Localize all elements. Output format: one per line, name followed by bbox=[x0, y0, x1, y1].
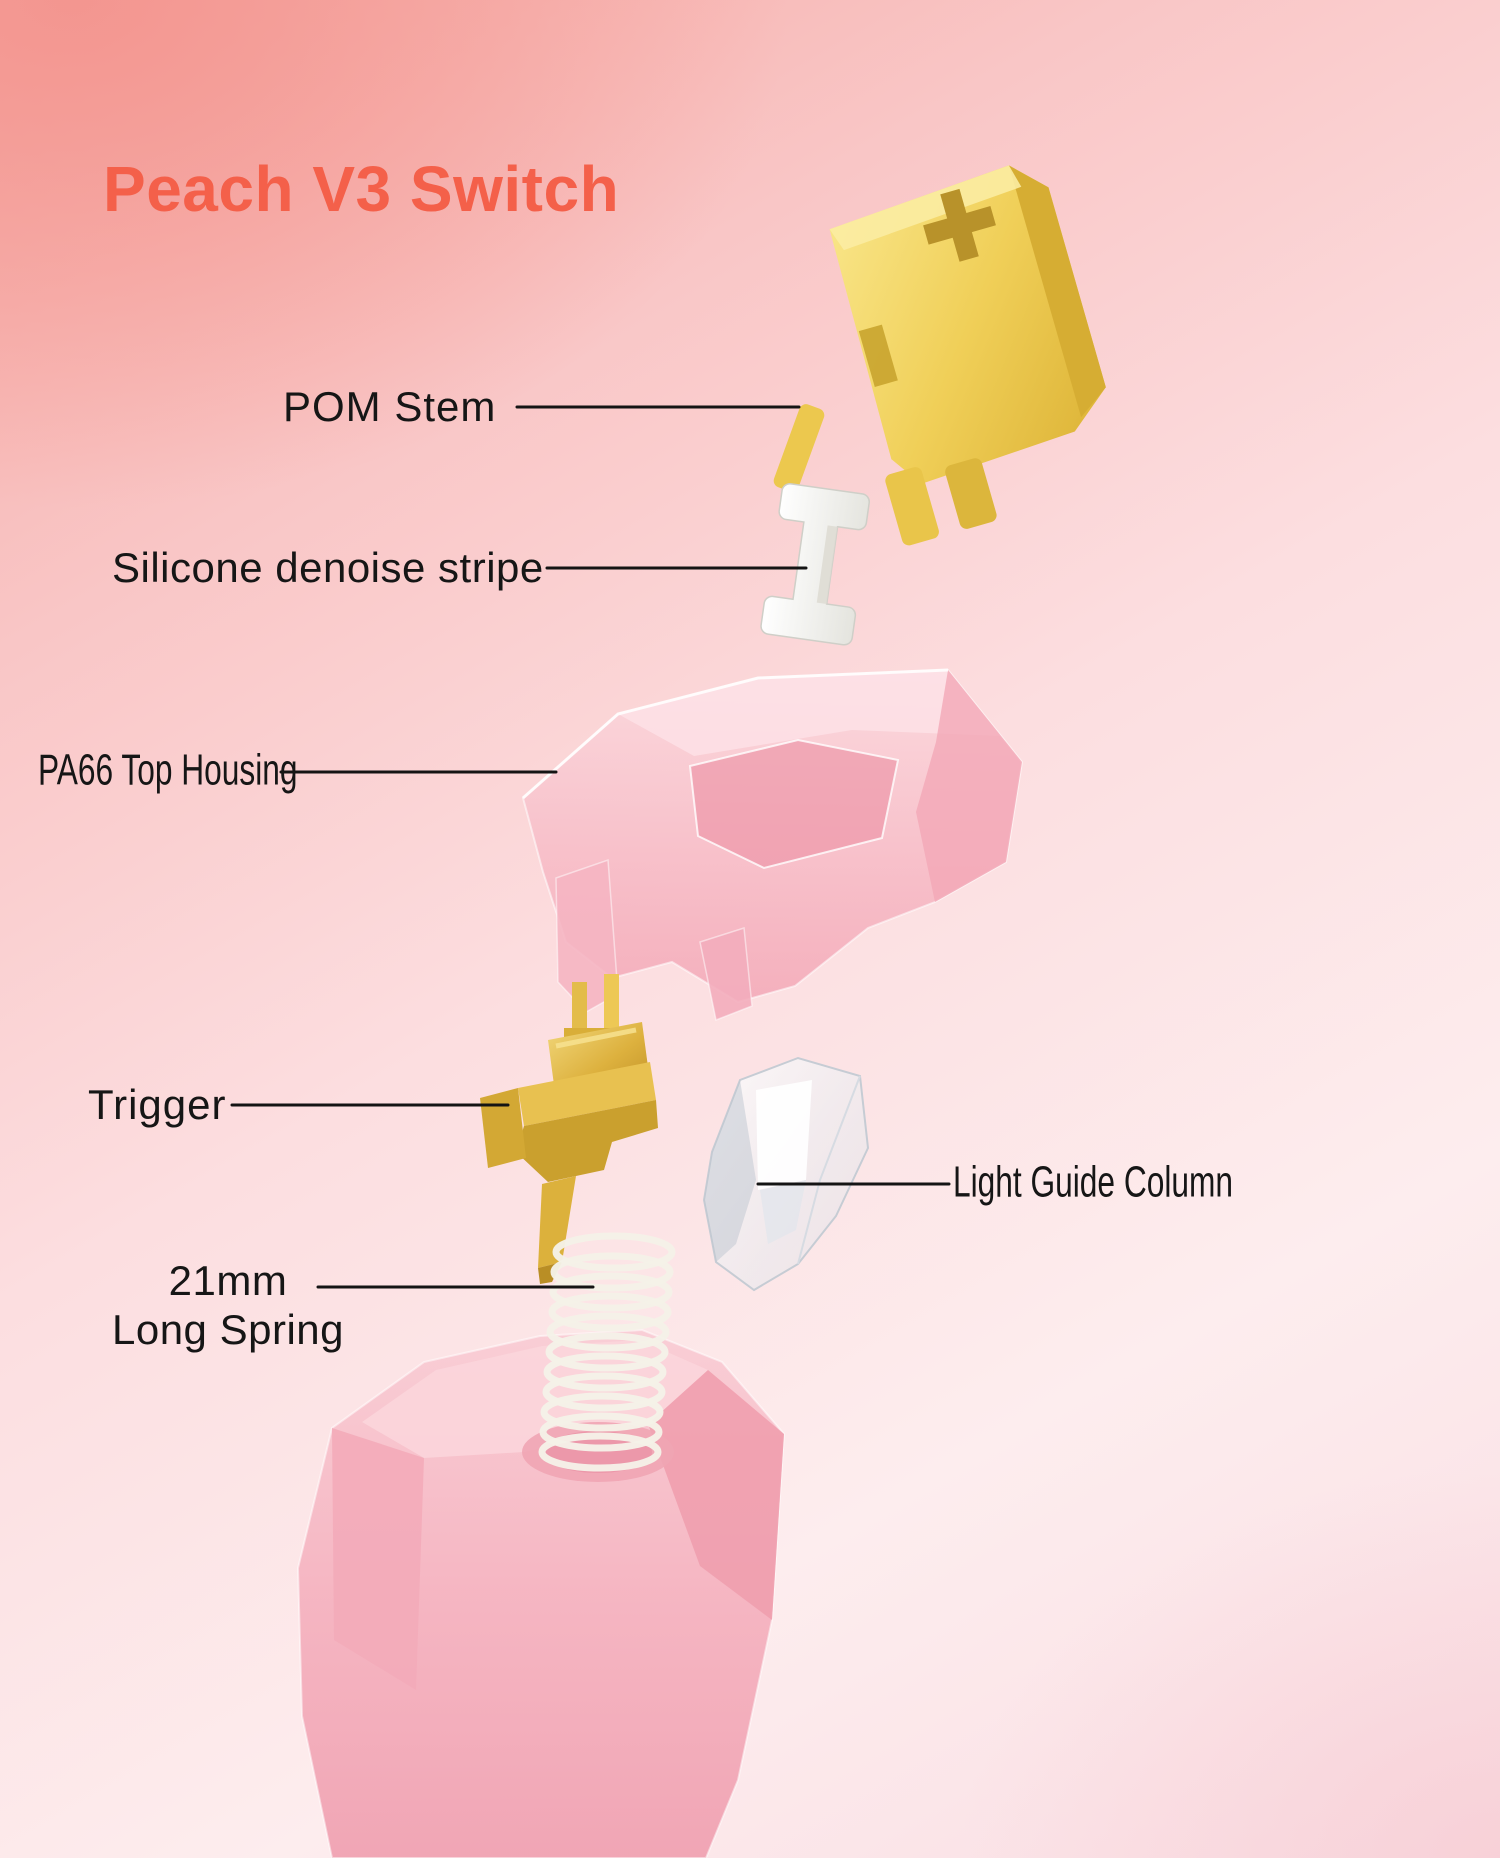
spring-coil bbox=[549, 1272, 673, 1312]
stem-cross-slot bbox=[923, 188, 996, 262]
trigger-illustration bbox=[480, 974, 658, 1284]
light-guide-highlight bbox=[756, 1080, 812, 1190]
label-trigger: Trigger bbox=[88, 1081, 226, 1129]
spring-coil bbox=[546, 1312, 670, 1352]
top-housing-leg-right bbox=[699, 927, 753, 1022]
spring-coil bbox=[538, 1432, 662, 1472]
label-spring-line1: 21mm bbox=[168, 1257, 288, 1304]
top-housing-illustration bbox=[521, 668, 1024, 1022]
silicone-stripe-illustration bbox=[760, 483, 870, 646]
label-top-housing: PA66 Top Housing bbox=[38, 746, 398, 797]
top-housing-opening bbox=[690, 740, 898, 868]
stem-rail-left bbox=[885, 467, 939, 546]
spring-illustration bbox=[538, 1232, 676, 1472]
leader-lines bbox=[230, 405, 951, 1289]
stem-rail-right bbox=[945, 458, 997, 529]
light-guide-left-facet bbox=[704, 1080, 756, 1262]
light-guide-edge bbox=[797, 1075, 861, 1265]
stem-front-rail bbox=[773, 404, 825, 492]
top-housing-leg-left bbox=[555, 858, 619, 1013]
label-spring: 21mm Long Spring bbox=[108, 1256, 348, 1354]
top-housing-opening-rim bbox=[688, 738, 900, 870]
top-housing-right-facet bbox=[916, 670, 1022, 902]
light-guide-column-illustration bbox=[702, 1056, 870, 1292]
bottom-housing-right-facet bbox=[648, 1370, 784, 1620]
top-housing-edge-highlight bbox=[522, 668, 949, 800]
spring-coil bbox=[552, 1232, 676, 1272]
spring-coil bbox=[545, 1332, 669, 1372]
label-top-housing-text: PA66 Top Housing bbox=[38, 745, 298, 795]
stem-top-highlight bbox=[829, 165, 1022, 251]
trigger-tail bbox=[538, 1176, 576, 1268]
label-pom-stem: POM Stem bbox=[283, 383, 496, 431]
top-housing-top-face bbox=[618, 670, 1000, 756]
trigger-facet-a bbox=[518, 1062, 656, 1126]
spring-coil bbox=[542, 1372, 666, 1412]
bottom-housing-left-facet bbox=[332, 1428, 424, 1690]
spring-coil bbox=[539, 1412, 663, 1452]
spring-coil bbox=[540, 1392, 664, 1432]
label-trigger-text: Trigger bbox=[88, 1080, 227, 1128]
label-spring-line2: Long Spring bbox=[111, 1306, 344, 1353]
trigger-left-tab bbox=[480, 1088, 526, 1168]
label-silicone-stripe-text: Silicone denoise stripe bbox=[112, 543, 544, 591]
spring-coil bbox=[550, 1252, 674, 1292]
trigger-prong-left bbox=[572, 982, 587, 1036]
trigger-highlight bbox=[555, 1027, 637, 1049]
stem-side-slot bbox=[858, 324, 898, 387]
stem-side-facet bbox=[1008, 165, 1106, 418]
label-pom-stem-text: POM Stem bbox=[283, 382, 497, 430]
trigger-facet-b bbox=[516, 1100, 658, 1182]
trigger-prong-right bbox=[604, 974, 619, 1028]
light-guide-inner-notch bbox=[760, 1180, 806, 1244]
page-title: Peach V3 Switch bbox=[103, 153, 620, 225]
label-light-guide-column-text: Light Guide Column bbox=[953, 1157, 1234, 1207]
silicone-shade bbox=[816, 525, 838, 605]
silicone-body bbox=[760, 483, 870, 646]
spring-coil bbox=[543, 1352, 667, 1392]
spring-coil bbox=[548, 1292, 672, 1332]
pom-stem-illustration bbox=[829, 165, 1106, 546]
label-light-guide-column: Light Guide Column bbox=[953, 1158, 1342, 1209]
label-silicone-stripe: Silicone denoise stripe bbox=[112, 544, 544, 592]
